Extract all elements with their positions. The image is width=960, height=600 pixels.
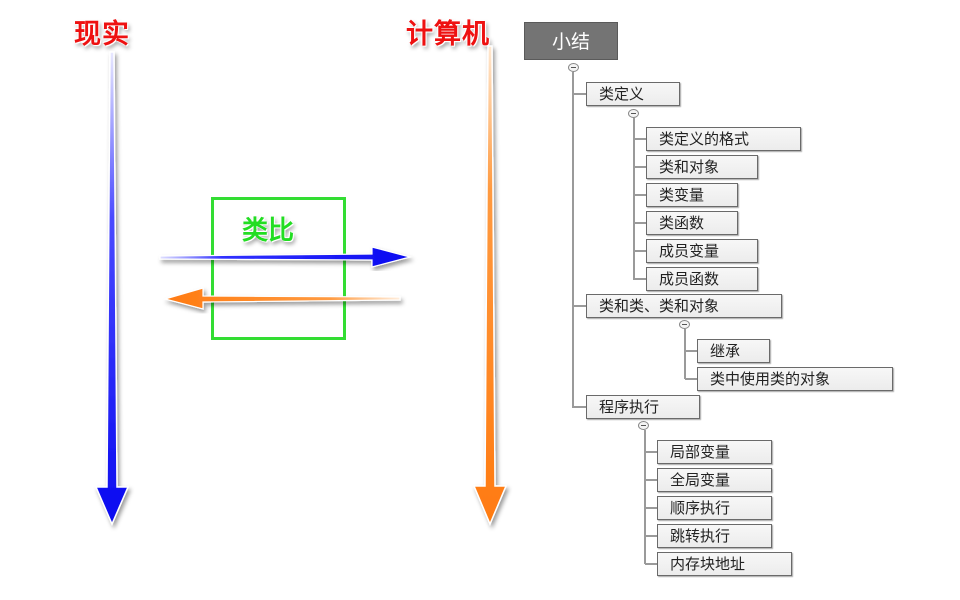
connector <box>634 250 646 252</box>
connector <box>645 507 657 509</box>
connector <box>634 278 646 280</box>
leaf-node[interactable]: 内存块地址 <box>657 552 792 576</box>
mindmap-root-node[interactable]: 小结 <box>524 22 618 60</box>
leaf-node[interactable]: 局部变量 <box>657 440 772 464</box>
branch-class-relations[interactable]: 类和类、类和对象 <box>586 294 782 318</box>
leaf-node[interactable]: 成员变量 <box>646 239 758 263</box>
leaf-node[interactable]: 类和对象 <box>646 155 758 179</box>
leaf-node[interactable]: 全局变量 <box>657 468 772 492</box>
leaf-node[interactable]: 继承 <box>697 339 770 363</box>
class-relations-collapse-toggle-icon[interactable] <box>679 320 690 329</box>
leaf-node[interactable]: 类定义的格式 <box>646 127 801 151</box>
reality-title: 现实 <box>74 19 130 50</box>
connector <box>573 305 586 307</box>
connector <box>573 93 586 95</box>
branch-class-definition[interactable]: 类定义 <box>586 82 680 106</box>
computer-title: 计算机 <box>406 19 490 50</box>
root-collapse-toggle-icon[interactable] <box>568 63 579 72</box>
connector <box>644 430 646 564</box>
analogy-left-arrow-icon <box>162 287 401 310</box>
root-connector <box>572 72 574 408</box>
reality-down-arrow-icon <box>94 51 130 526</box>
branch-program-execution[interactable]: 程序执行 <box>586 395 700 419</box>
analogy-label: 类比 <box>242 216 295 246</box>
leaf-node[interactable]: 类中使用类的对象 <box>697 367 893 391</box>
connector <box>685 378 697 380</box>
connector <box>645 535 657 537</box>
leaf-node[interactable]: 顺序执行 <box>657 496 772 520</box>
connector <box>634 138 646 140</box>
leaf-node[interactable]: 跳转执行 <box>657 524 772 548</box>
analogy-right-arrow-icon <box>159 246 413 268</box>
connector <box>685 350 697 352</box>
leaf-node[interactable]: 类变量 <box>646 183 738 207</box>
class-definition-collapse-toggle-icon[interactable] <box>628 109 639 118</box>
analogy-box <box>211 197 346 340</box>
leaf-node[interactable]: 类函数 <box>646 211 738 235</box>
connector <box>684 329 686 379</box>
connector <box>645 563 657 565</box>
connector <box>633 118 635 280</box>
computer-down-arrow-icon <box>472 45 508 526</box>
connector <box>645 451 657 453</box>
connector <box>573 406 586 408</box>
connector <box>634 166 646 168</box>
leaf-node[interactable]: 成员函数 <box>646 267 758 291</box>
program-execution-collapse-toggle-icon[interactable] <box>638 421 649 430</box>
connector <box>645 479 657 481</box>
connector <box>634 222 646 224</box>
connector <box>634 194 646 196</box>
